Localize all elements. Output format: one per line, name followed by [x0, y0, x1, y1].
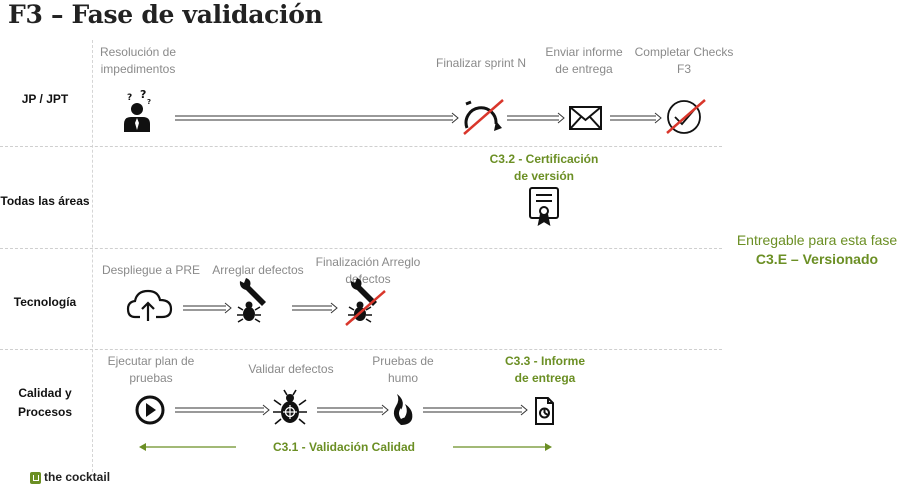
sprint-cycle-crossed-icon [463, 99, 504, 135]
step-enviar-l1: Enviar informe [545, 45, 623, 59]
step-informe-l1: C3.3 - Informe [504, 354, 585, 368]
envelope-icon [569, 106, 602, 130]
svg-text:?: ? [147, 98, 151, 106]
logo-the-cocktail: the cocktail [30, 470, 110, 484]
step-informe-entrega: C3.3 - Informe de entrega [493, 353, 597, 387]
step-arreglar-defectos: Arreglar defectos [212, 263, 304, 277]
lane-separator-3 [0, 349, 722, 350]
cocktail-logo-icon [30, 471, 41, 484]
svg-text:?: ? [140, 88, 146, 101]
bug-wrench-crossed-icon [345, 278, 386, 326]
step-cert-l1: C3.2 - Certificación [489, 152, 599, 166]
step-ejecutar-l2: pruebas [129, 371, 173, 385]
step-finalizacion-l1: Finalización Arreglo [315, 255, 421, 269]
arrow-tec-1 [183, 302, 232, 314]
play-circle-icon [135, 395, 165, 425]
bug-wrench-icon [237, 278, 266, 323]
step-informe-l2: de entrega [514, 371, 576, 385]
lane-divider-vertical [92, 40, 93, 472]
lane-label-calidad: Calidad y Procesos [0, 384, 90, 422]
step-resolucion-impedimentos: Resolución de impedimentos [88, 44, 188, 78]
arrow-jp-1 [175, 112, 459, 124]
validacion-calidad-label: C3.1 - Validación Calidad [272, 440, 416, 454]
lane-label-todas: Todas las áreas [0, 194, 90, 208]
lane-separator-1 [0, 146, 722, 147]
cloud-upload-icon [126, 289, 173, 321]
green-arrow-right [453, 443, 552, 451]
lane-label-jp: JP / JPT [21, 92, 69, 106]
entregable-fase: Entregable para esta fase C3.E – Version… [722, 231, 912, 269]
lane-label-calidad-line1: Calidad y [18, 386, 72, 400]
person-question-icon: ? ? ? [124, 88, 151, 132]
lane-label-calidad-line2: Procesos [17, 405, 73, 419]
step-pruebas-humo: Pruebas de humo [358, 353, 448, 387]
page-title: F3 – Fase de validación [8, 0, 323, 29]
step-despliegue-pre: Despliegue a PRE [101, 263, 201, 277]
report-document-icon [535, 397, 554, 425]
certificate-icon [529, 187, 559, 227]
step-pruebas-l1: Pruebas de [372, 354, 434, 368]
check-circle-crossed-icon [666, 99, 706, 134]
step-certificacion-version: C3.2 - Certificación de versión [475, 151, 613, 185]
entregable-line1: Entregable para esta fase [736, 232, 898, 248]
arrow-cal-3 [423, 404, 528, 416]
step-ejecutar-plan: Ejecutar plan de pruebas [98, 353, 204, 387]
green-arrow-left [139, 443, 236, 451]
step-pruebas-l2: humo [387, 371, 419, 385]
step-enviar-informe: Enviar informe de entrega [535, 44, 633, 78]
step-finalizar-sprint: Finalizar sprint N [435, 56, 527, 70]
lane-label-tecnologia: Tecnología [13, 295, 77, 309]
logo-text: the cocktail [44, 470, 111, 484]
smoke-flame-icon [393, 394, 413, 425]
arrow-cal-1 [175, 404, 270, 416]
arrow-jp-2 [507, 112, 565, 124]
arrow-jp-3 [610, 112, 662, 124]
entregable-line2: C3.E – Versionado [755, 251, 879, 267]
step-completar-l1: Completar Checks [634, 45, 734, 59]
step-resolucion-l2: impedimentos [100, 62, 176, 76]
step-completar-l2: F3 [676, 62, 691, 76]
arrow-tec-2 [292, 302, 338, 314]
step-cert-l2: de versión [513, 169, 575, 183]
step-resolucion-l1: Resolución de [99, 45, 177, 59]
bug-target-icon [273, 389, 307, 425]
step-validar-defectos: Validar defectos [248, 362, 334, 376]
lane-separator-2 [0, 248, 722, 249]
step-completar-checks: Completar Checks F3 [628, 44, 740, 78]
step-enviar-l2: de entrega [555, 62, 613, 76]
step-ejecutar-l1: Ejecutar plan de [107, 354, 195, 368]
svg-text:?: ? [127, 93, 132, 103]
arrow-cal-2 [317, 404, 389, 416]
